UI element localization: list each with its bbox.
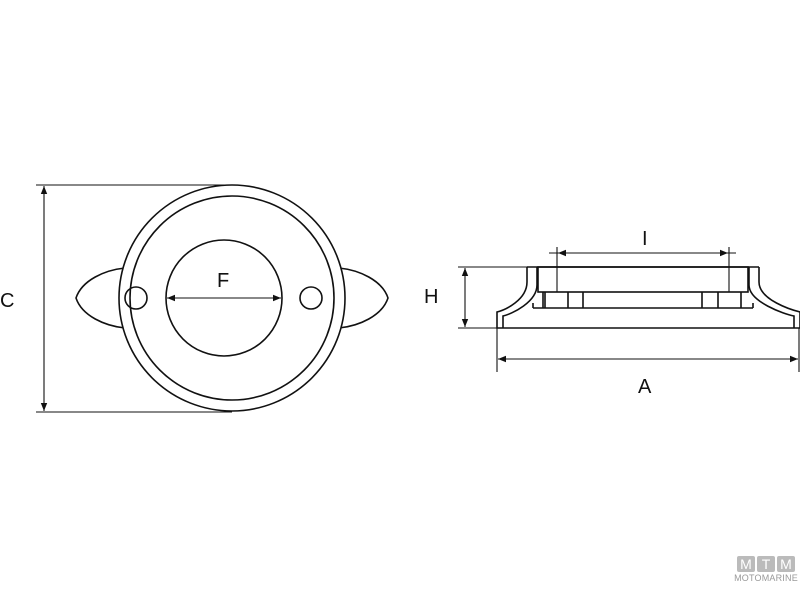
dimension-c (36, 184, 232, 413)
inner-ring (129, 195, 335, 401)
motomarine-logo: M T M MOTOMARINE (733, 556, 799, 583)
dimension-i (549, 247, 736, 292)
mounting-hole-left (124, 286, 148, 310)
label-i: I (642, 228, 648, 250)
side-view (496, 266, 800, 329)
logo-letter: M (737, 556, 755, 572)
label-c: C (0, 290, 15, 312)
logo-letter: T (757, 556, 775, 572)
label-h: H (424, 286, 439, 308)
center-hole (165, 239, 283, 357)
logo-letter: M (777, 556, 795, 572)
dimension-h (458, 266, 527, 329)
label-f: F (217, 270, 230, 292)
label-a: A (638, 376, 652, 398)
lobes-outline (75, 267, 389, 329)
mounting-hole-right (299, 286, 323, 310)
logo-text: MOTOMARINE (734, 573, 798, 583)
dimension-a (496, 328, 800, 372)
